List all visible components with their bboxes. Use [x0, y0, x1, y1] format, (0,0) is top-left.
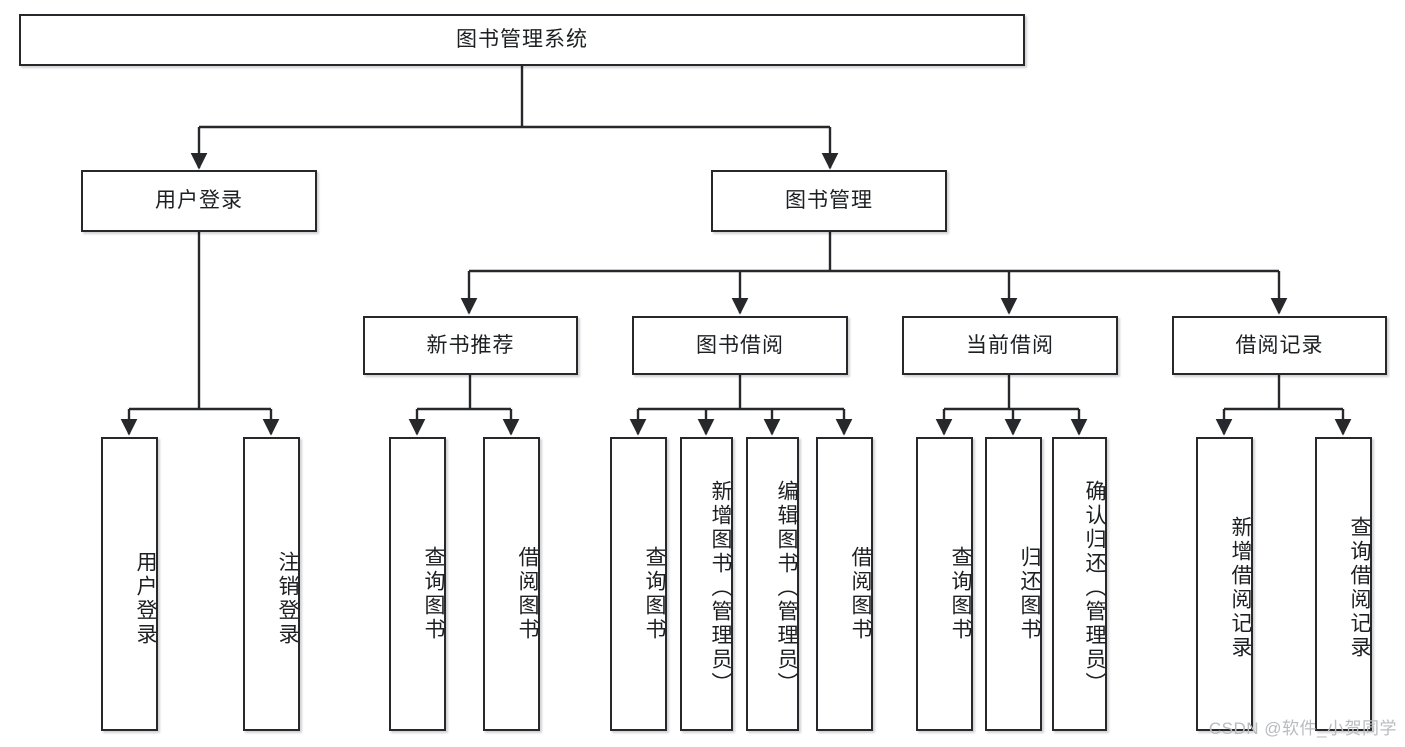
- leaf-query-book-3[interactable]: 查询图书: [916, 437, 973, 731]
- leaf-return-book[interactable]: 归还图书: [985, 437, 1042, 731]
- node-root-system-label: 图书管理系统: [456, 28, 588, 52]
- leaf-add-book-label: 新增图书（管理员）: [709, 480, 732, 696]
- leaf-query-book-3-label: 查询图书: [949, 546, 972, 642]
- node-borrow-record-label: 借阅记录: [1235, 333, 1324, 357]
- node-root-system[interactable]: 图书管理系统: [19, 14, 1025, 66]
- leaf-add-borrow-record[interactable]: 新增借阅记录: [1196, 437, 1253, 731]
- node-user-login[interactable]: 用户登录: [81, 170, 317, 232]
- leaf-logout[interactable]: 注销登录: [243, 437, 300, 731]
- leaf-borrow-book-1[interactable]: 借阅图书: [483, 437, 540, 731]
- leaf-logout-label: 注销登录: [276, 551, 299, 647]
- leaf-query-borrow-record-label: 查询借阅记录: [1348, 516, 1371, 660]
- node-book-management[interactable]: 图书管理: [711, 170, 947, 232]
- leaf-user-login-label: 用户登录: [134, 551, 157, 647]
- node-current-borrow-label: 当前借阅: [966, 333, 1054, 357]
- leaf-query-borrow-record[interactable]: 查询借阅记录: [1315, 437, 1372, 731]
- node-book-borrow[interactable]: 图书借阅: [632, 316, 848, 375]
- leaf-query-book-2-label: 查询图书: [643, 546, 666, 642]
- leaf-add-borrow-record-label: 新增借阅记录: [1229, 516, 1252, 660]
- leaf-edit-book-label: 编辑图书（管理员）: [775, 480, 798, 696]
- node-borrow-record[interactable]: 借阅记录: [1172, 316, 1387, 375]
- leaf-add-book[interactable]: 新增图书（管理员）: [680, 437, 733, 731]
- node-new-book-recommend[interactable]: 新书推荐: [363, 316, 578, 375]
- leaf-return-book-label: 归还图书: [1018, 546, 1041, 642]
- leaf-query-book-2[interactable]: 查询图书: [610, 437, 667, 731]
- node-book-management-label: 图书管理: [785, 189, 873, 213]
- leaf-query-book-1-label: 查询图书: [422, 546, 445, 642]
- leaf-confirm-return[interactable]: 确认归还（管理员）: [1052, 437, 1107, 731]
- leaf-query-book-1[interactable]: 查询图书: [389, 437, 446, 731]
- node-current-borrow[interactable]: 当前借阅: [902, 316, 1118, 375]
- leaf-confirm-return-label: 确认归还（管理员）: [1083, 480, 1106, 696]
- node-new-book-recommend-label: 新书推荐: [426, 333, 515, 357]
- leaf-borrow-book-2-label: 借阅图书: [849, 546, 872, 642]
- csdn-watermark: CSDN @软件_小贺同学: [1208, 719, 1397, 738]
- leaf-edit-book[interactable]: 编辑图书（管理员）: [746, 437, 799, 731]
- leaf-borrow-book-1-label: 借阅图书: [516, 546, 539, 642]
- node-book-borrow-label: 图书借阅: [696, 333, 784, 357]
- node-user-login-label: 用户登录: [155, 189, 243, 213]
- leaf-borrow-book-2[interactable]: 借阅图书: [816, 437, 873, 731]
- leaf-user-login[interactable]: 用户登录: [101, 437, 158, 731]
